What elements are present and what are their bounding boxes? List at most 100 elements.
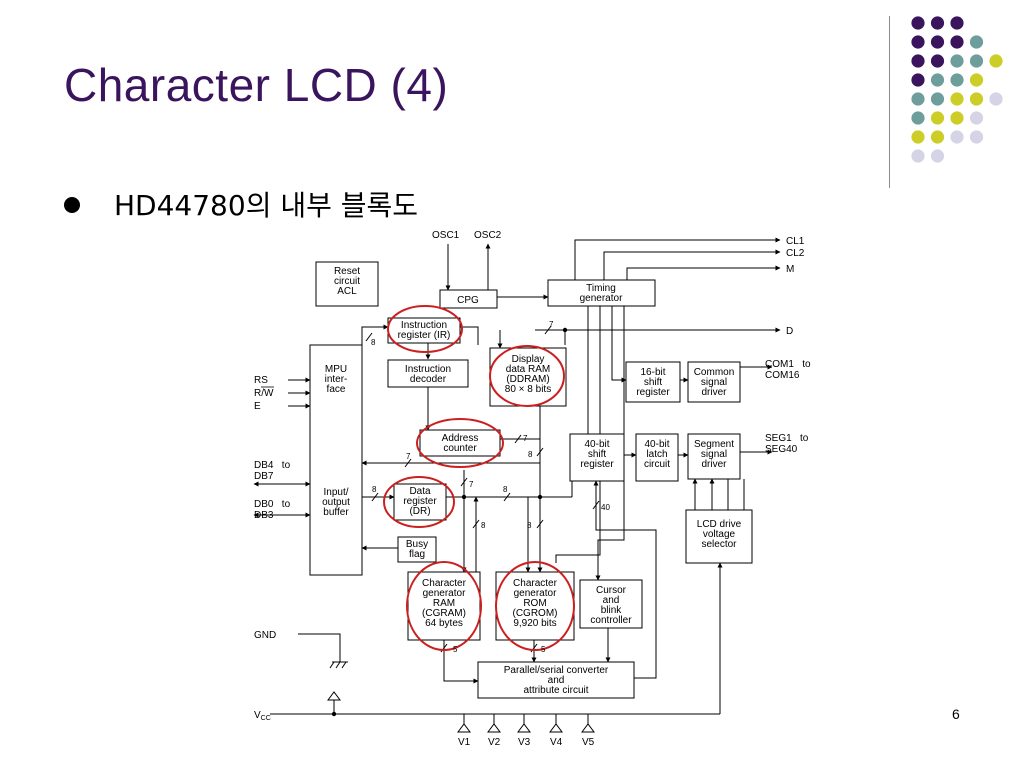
label-line: register	[636, 387, 670, 398]
label-line: counter	[443, 443, 477, 454]
label-line: 9,920 bits	[513, 618, 556, 629]
label-line: 64 bytes	[425, 618, 463, 629]
latch40-block	[635, 433, 679, 482]
label-line: generator	[514, 588, 557, 599]
address-counter-block	[419, 429, 501, 457]
cl1-label: CL1	[786, 236, 805, 247]
label-line: Segment	[694, 439, 734, 450]
decorative-dot	[950, 73, 964, 87]
decorative-dot	[950, 16, 964, 30]
page-number: 6	[952, 706, 960, 722]
label-line: driver	[701, 387, 727, 398]
label-line: register	[403, 496, 437, 507]
m-label: M	[786, 264, 794, 275]
bullet-text: HD44780의 내부 블록도	[114, 189, 419, 222]
instruction-decoder-block	[387, 359, 469, 388]
shift16-block	[625, 361, 681, 403]
label-line: Busy	[406, 539, 428, 550]
junction-dot	[562, 327, 568, 333]
label-line: generator	[423, 588, 466, 599]
cgram-block	[407, 571, 481, 641]
label-line: Common	[694, 367, 735, 378]
v2-label: V2	[488, 737, 501, 748]
db4-label-end: DB7	[254, 471, 274, 482]
decorative-dot	[930, 130, 945, 144]
label-line: Parallel/serial converter	[504, 665, 609, 676]
label-line: 40-bit	[644, 439, 669, 450]
osc1-label: OSC1	[432, 230, 460, 241]
label-line: (CGROM)	[513, 608, 558, 619]
v3-label: V3	[518, 737, 531, 748]
segment-driver-block	[687, 433, 741, 480]
bus-width-bus-down: 8	[527, 521, 532, 530]
label-line: ROM	[523, 598, 546, 609]
label-line: decoder	[410, 374, 447, 385]
label-line: Data	[409, 486, 431, 497]
label-line: register (IR)	[398, 330, 451, 341]
decorative-dot	[950, 35, 964, 49]
label-line: face	[327, 384, 346, 395]
highlight-instruction-register	[387, 305, 463, 353]
label-line: and	[603, 595, 620, 606]
label-line: CPG	[457, 295, 479, 306]
label-line: attribute circuit	[523, 685, 588, 696]
v5-label: V5	[582, 737, 595, 748]
decorative-dot	[930, 54, 945, 68]
label-line: 16-bit	[640, 367, 665, 378]
label-line: Character	[513, 578, 558, 589]
label-line: Address	[442, 433, 479, 444]
reset-circuit-block	[315, 261, 379, 307]
label-line: circuit	[644, 459, 670, 470]
label-line: (CGRAM)	[422, 608, 466, 619]
label-line: RAM	[433, 598, 455, 609]
label-line: Instruction	[405, 364, 451, 375]
decorative-dot	[950, 92, 964, 106]
label-line: data RAM	[506, 364, 550, 375]
v4-label: V4	[550, 737, 563, 748]
bus-width-ir-in: 8	[371, 338, 376, 347]
bus-width-cgrom-out: 5	[541, 645, 546, 654]
instruction-register-block	[387, 317, 461, 344]
seg-label: SEG1 to	[765, 433, 809, 444]
label-line: output	[322, 497, 350, 508]
cursor-blink-block	[579, 579, 643, 629]
decorative-dot	[911, 54, 925, 68]
label-line: Reset	[334, 266, 360, 277]
vertical-divider	[889, 16, 890, 188]
decorative-dot	[950, 54, 964, 68]
label-line: flag	[409, 549, 425, 560]
label-line: selector	[701, 539, 737, 550]
decorative-dot	[989, 54, 1003, 68]
label-line: shift	[588, 449, 607, 460]
label-line: Display	[512, 354, 545, 365]
label-line: (DDRAM)	[506, 374, 549, 385]
highlight-address-counter	[416, 418, 504, 468]
bus-width-dr-bus: 8	[503, 485, 508, 494]
timing-generator-block	[547, 279, 656, 307]
decorative-dot	[911, 92, 925, 106]
bus-width-dr-vert: 7	[469, 480, 474, 489]
rw-label: R/W	[254, 388, 274, 399]
bus-width-dr-down: 8	[481, 521, 486, 530]
decorative-dot	[911, 111, 925, 125]
busy-flag-block	[397, 536, 437, 563]
cl2-label: CL2	[786, 248, 805, 259]
junction-dot	[537, 494, 543, 500]
decorative-dot	[969, 54, 984, 68]
decorative-dot	[950, 130, 964, 144]
decorative-dot	[969, 111, 984, 125]
common-driver-block	[687, 361, 741, 403]
highlight-cgram	[406, 561, 482, 651]
